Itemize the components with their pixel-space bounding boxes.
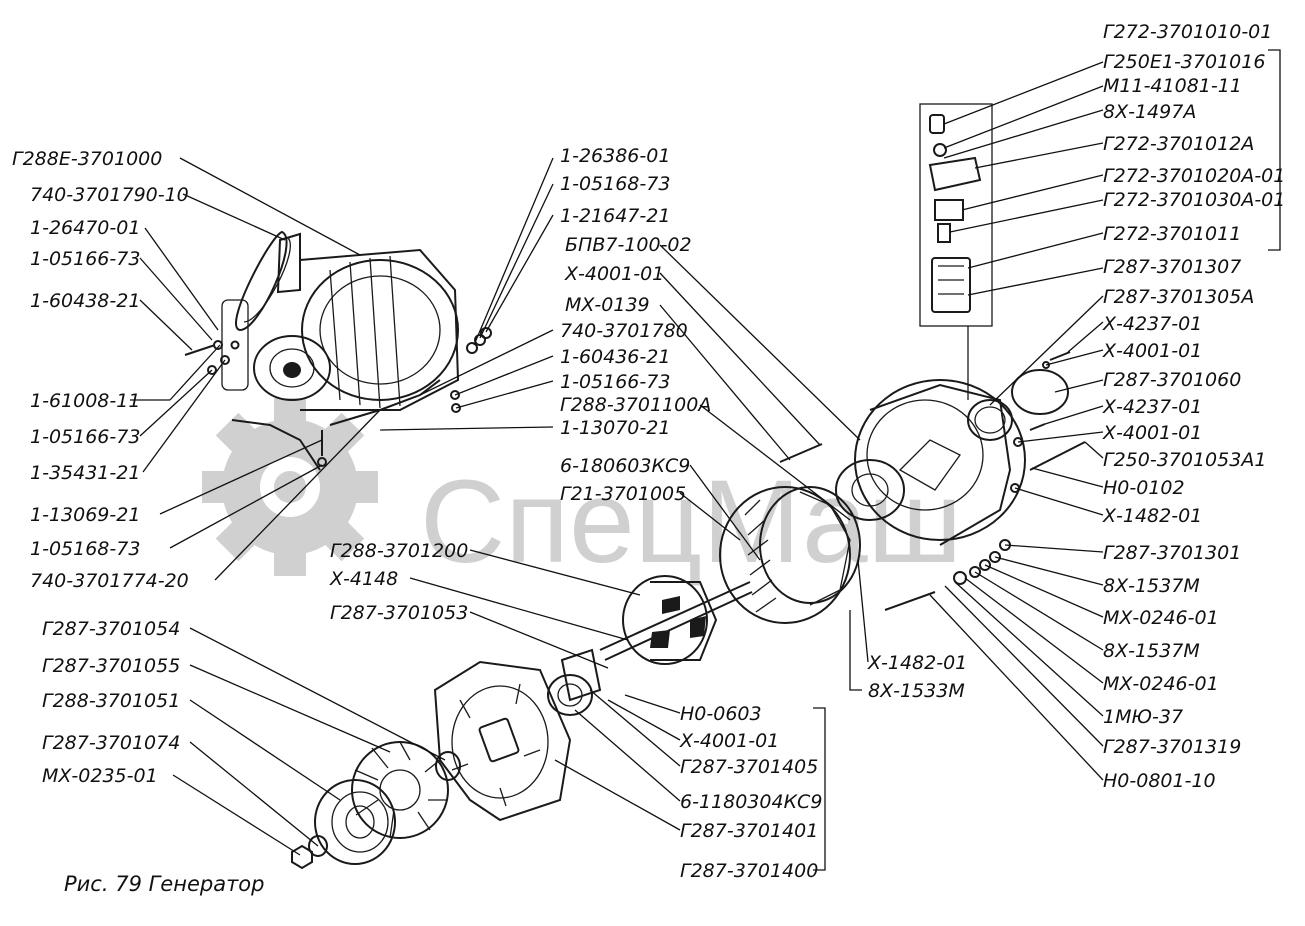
part-label: БПВ7-100-02: [565, 234, 692, 256]
part-label: Х-4148: [329, 568, 398, 590]
part-label: 8Х-1537М: [1103, 575, 1200, 597]
fan: [351, 741, 449, 839]
part-label: Г287-3701400: [680, 860, 818, 882]
part-label: 1МЮ-37: [1103, 706, 1183, 728]
part-label: 1-26470-01: [30, 217, 140, 239]
long-bolt-lower: [884, 591, 936, 611]
part-label: Г272-3701011: [1103, 223, 1241, 245]
part-label: МХ-0246-01: [1103, 673, 1219, 695]
part-labels: Г272-3701010-01 Г250Е1-3701016 М11-41081…: [12, 21, 1285, 882]
part-label: 1-60436-21: [560, 346, 670, 368]
generator-assembly: [221, 232, 460, 471]
part-label: Г288-3701200: [330, 540, 468, 562]
part-label: Г288Е-3701000: [12, 148, 162, 170]
figure-caption: Рис. 79 Генератор: [64, 872, 264, 896]
part-label: Х-1482-01: [867, 652, 967, 674]
part-label: Г287-3701055: [42, 655, 180, 677]
part-label: Г287-3701401: [680, 820, 818, 842]
group-bracket-regulator: [1268, 49, 1281, 251]
part-label: Н0-0102: [1103, 477, 1185, 499]
part-label: Г21-3701005: [560, 483, 686, 505]
part-label: Х-4237-01: [1102, 313, 1202, 335]
part-label: Г272-3701020А-01: [1103, 165, 1285, 187]
long-bolt-upper: [779, 443, 823, 463]
pulley: [314, 779, 396, 865]
part-label: 1-05166-73: [30, 426, 140, 448]
part-label: Х-4001-01: [1102, 340, 1202, 362]
part-label: 8Х-1537М: [1103, 640, 1200, 662]
part-label: МХ-0235-01: [42, 765, 158, 787]
drive-belt: [235, 230, 291, 332]
part-label: Г288-3701100А: [560, 394, 711, 416]
part-label: Н0-0603: [680, 703, 762, 725]
part-label: Х-4001-01: [1102, 422, 1202, 444]
front-housing: [433, 660, 572, 822]
part-label: Г287-3701405: [680, 756, 818, 778]
part-label: Г287-3701060: [1103, 369, 1241, 391]
part-label: Г287-3701307: [1103, 256, 1241, 278]
part-label: 1-05168-73: [560, 173, 670, 195]
part-label: МХ-0139: [565, 294, 650, 316]
part-label: Г287-3701319: [1103, 736, 1241, 758]
part-label: Г250-3701053А1: [1103, 449, 1266, 471]
part-label: 6-180603КС9: [560, 455, 690, 477]
part-label: Х-4001-01: [679, 730, 779, 752]
part-label: Г287-3701054: [42, 618, 180, 640]
part-label: Г272-3701010-01: [1103, 21, 1272, 43]
part-label: 1-05166-73: [560, 371, 670, 393]
part-label: Г287-3701074: [42, 732, 180, 754]
part-label: Г272-3701030А-01: [1103, 189, 1285, 211]
part-label: 1-05168-73: [30, 538, 140, 560]
part-label: Х-4001-01: [564, 263, 664, 285]
long-bolt-right: [1029, 441, 1086, 471]
part-label: 1-05166-73: [30, 248, 140, 270]
part-label: Х-1482-01: [1102, 505, 1202, 527]
watermark-text: СпецМаш: [420, 456, 962, 588]
part-label: Г272-3701012А: [1103, 133, 1254, 155]
back-cover: [967, 369, 1069, 441]
part-label: 1-13070-21: [560, 417, 670, 439]
part-label: 1-60438-21: [30, 290, 140, 312]
part-label: 1-26386-01: [560, 145, 670, 167]
part-label: М11-41081-11: [1103, 75, 1242, 97]
part-label: МХ-0246-01: [1103, 607, 1219, 629]
part-label: Х-4237-01: [1102, 396, 1202, 418]
leader-lines: [130, 61, 1104, 856]
part-label: 1-13069-21: [30, 504, 140, 526]
regulator-detail-frame: [919, 103, 993, 400]
part-label: 1-21647-21: [560, 205, 670, 227]
part-label: 8Х-1497А: [1103, 101, 1196, 123]
pulley-nut: [291, 835, 328, 870]
part-label: 1-61008-11: [30, 390, 140, 412]
part-label: 1-35431-21: [30, 462, 140, 484]
mounting-hardware: [184, 327, 492, 467]
part-label: 6-1180304КС9: [680, 791, 822, 813]
bracket-stator-fasteners: [849, 610, 862, 691]
part-label: 740-3701790-10: [30, 184, 189, 206]
part-label: Г287-3701301: [1103, 542, 1241, 564]
part-label: 740-3701780: [560, 320, 688, 342]
part-label: Г287-3701305А: [1103, 286, 1254, 308]
part-label: Н0-0801-10: [1103, 770, 1216, 792]
part-label: Г250Е1-3701016: [1103, 51, 1265, 73]
part-label: 740-3701774-20: [30, 570, 189, 592]
group-bracket-front-housing: [813, 707, 826, 871]
watermark-gear-icon: [202, 398, 378, 576]
spacer: [435, 751, 461, 781]
rotor: [599, 575, 753, 665]
part-label: Г287-3701053: [330, 602, 468, 624]
stator: [719, 486, 861, 624]
part-label: 8Х-1533М: [868, 680, 965, 702]
part-label: Г288-3701051: [42, 690, 180, 712]
bearing-plate: [547, 648, 602, 716]
